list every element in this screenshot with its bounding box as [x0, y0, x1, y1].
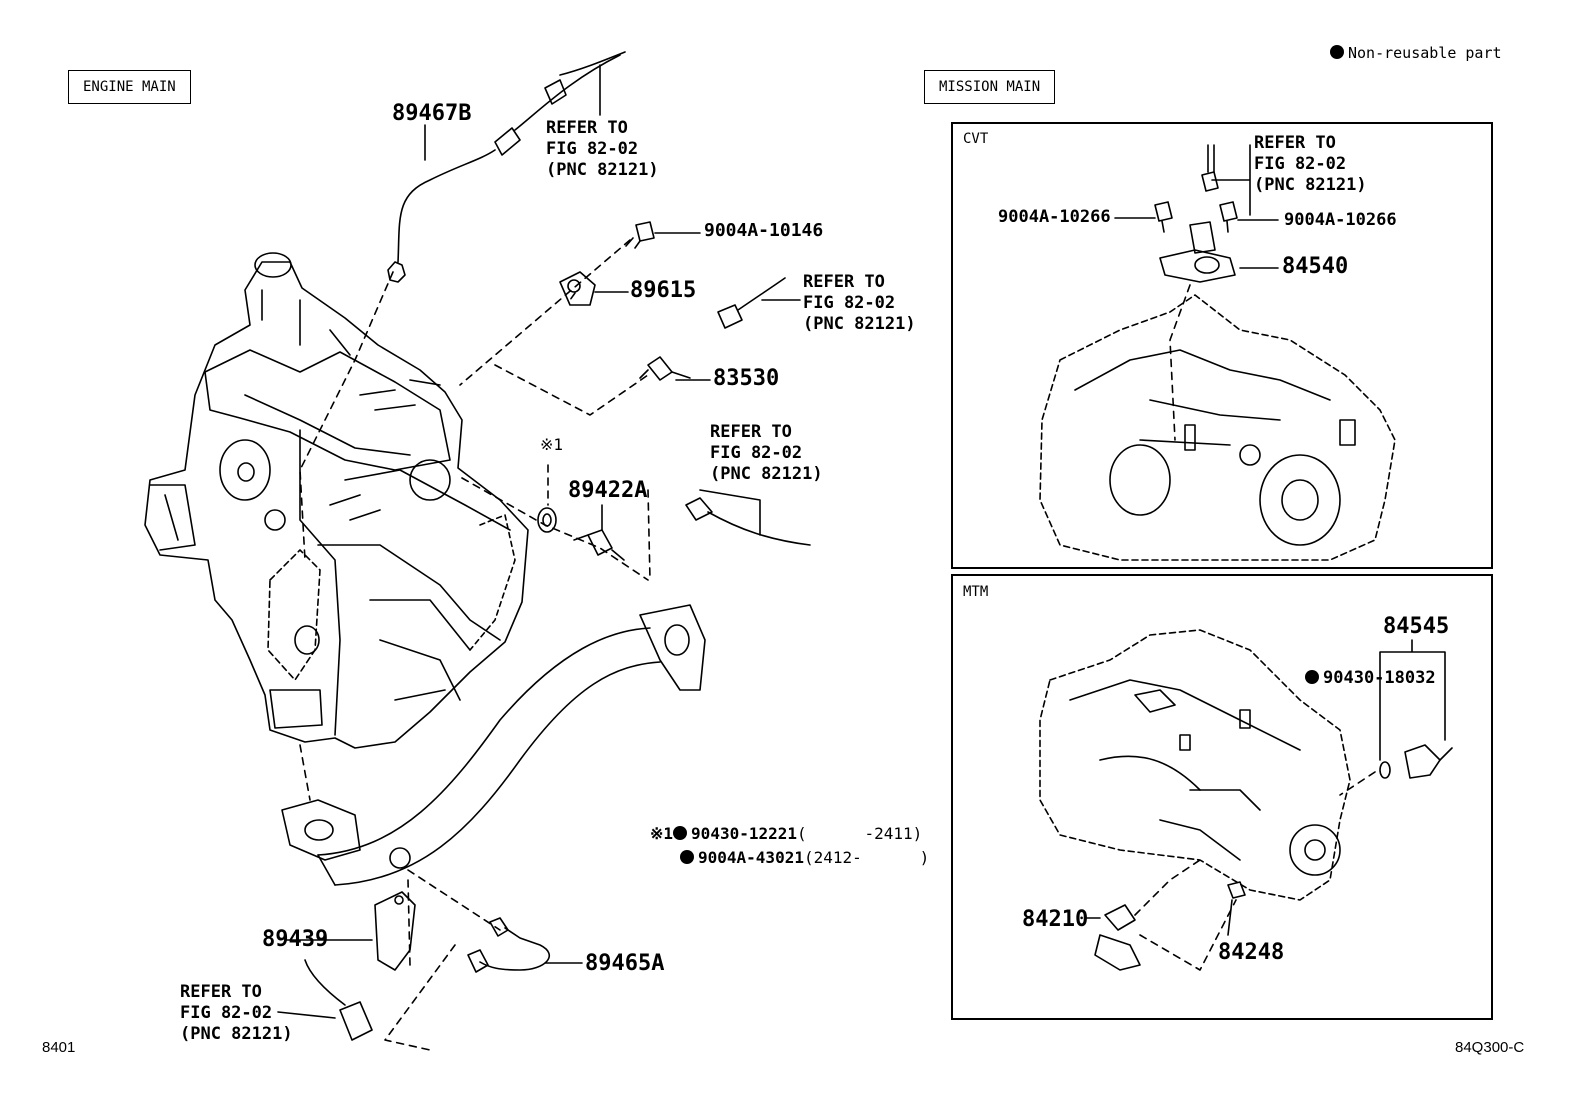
cvt-transmission-illustration [1039, 294, 1396, 561]
legend-non-reusable: Non-reusable part [1330, 45, 1502, 61]
refer-line2: FIG 82-02 [803, 293, 896, 313]
part-label-84540: 84540 [1282, 254, 1349, 279]
engine-main-label: ENGINE MAIN [68, 70, 191, 104]
part-label-9004A-10266-left: 9004A-10266 [998, 207, 1111, 227]
non-reusable-bullet-icon [680, 850, 694, 864]
refer-line1: REFER TO [803, 272, 885, 292]
refer-line2: FIG 82-02 [546, 139, 639, 159]
legend-text: Non-reusable part [1348, 44, 1502, 62]
refer-line1: REFER TO [710, 422, 792, 442]
switch-84545 [1379, 744, 1453, 779]
engine-block-illustration [144, 252, 529, 749]
non-reusable-bullet-icon [673, 826, 688, 840]
mtm-panel [951, 574, 1493, 1020]
refer-line1: REFER TO [1254, 133, 1336, 153]
note-range: (2412- ) [803, 848, 930, 867]
non-reusable-bullet-icon [1305, 670, 1319, 684]
part-label-84210: 84210 [1022, 907, 1089, 932]
label-leader-lines [277, 64, 801, 1019]
non-reusable-bullet-icon [1330, 45, 1344, 59]
part-label-89465A: 89465A [585, 951, 665, 976]
engine-leader-lines [299, 239, 651, 1051]
refer-line3: (PNC 82121) [1254, 175, 1367, 195]
note-row-2: 9004A-43021(2412- ) [680, 850, 929, 866]
clip-84248 [1227, 881, 1246, 899]
refer-line1: REFER TO [546, 118, 628, 138]
part-label-84545: 84545 [1383, 614, 1450, 639]
cvt-leader-lines [1169, 284, 1191, 441]
sensor-83530 [639, 356, 691, 381]
refer-line2: FIG 82-02 [710, 443, 803, 463]
knock-sensor-89615 [559, 271, 596, 306]
gasket-90430-12221 [537, 507, 557, 533]
note-part: 9004A-43021 [698, 848, 804, 867]
part-label-89439: 89439 [262, 927, 329, 952]
footer-figure-code: 84Q300-C [1455, 1039, 1525, 1056]
part-label-90430-18032: 90430-18032 [1305, 670, 1436, 687]
refer-line3: (PNC 82121) [710, 464, 823, 484]
mtm-transmission-illustration [1039, 629, 1351, 901]
refer-line3: (PNC 82121) [546, 160, 659, 180]
connector-82121-b [685, 489, 811, 546]
sensor-89422A [573, 529, 625, 561]
note-mark: ※1 [650, 824, 674, 843]
refer-line3: (PNC 82121) [803, 314, 916, 334]
refer-line1: REFER TO [180, 982, 262, 1002]
mtm-leader-lines [1134, 771, 1376, 971]
footer-page-code: 8401 [42, 1039, 76, 1056]
refer-line2: FIG 82-02 [1254, 154, 1347, 174]
connector-82121-c [304, 959, 373, 1041]
bracket-89439 [374, 891, 416, 971]
part-label-89422A: 89422A [568, 478, 648, 503]
note-part: 90430-12221 [691, 824, 798, 843]
cvt-panel-label: CVT [963, 131, 989, 147]
cvt-bolts [1154, 201, 1238, 233]
part-number: 90430-18032 [1323, 668, 1436, 688]
part-label-9004A-10146: 9004A-10146 [704, 220, 824, 241]
refer-line2: FIG 82-02 [180, 1003, 273, 1023]
connector-82121-a [717, 277, 786, 329]
part-label-83530: 83530 [713, 366, 780, 391]
note-range: ( -2411) [797, 824, 923, 843]
oxygen-sensor-89467B [387, 51, 626, 283]
mtm-panel-label: MTM [963, 584, 989, 600]
cvt-panel [951, 122, 1493, 569]
part-label-84248: 84248 [1218, 940, 1285, 965]
exhaust-pipe-illustration [281, 604, 706, 886]
note-mark-1: ※1 [540, 435, 564, 454]
part-label-89467B: 89467B [392, 101, 472, 126]
reverse-switch-84210 [1094, 904, 1141, 971]
neutral-start-switch-84540 [1159, 221, 1236, 283]
mission-main-label: MISSION MAIN [924, 70, 1056, 104]
refer-line3: (PNC 82121) [180, 1024, 293, 1044]
oxygen-sensor-89465A [467, 917, 551, 973]
bolt-9004A-10146 [625, 221, 655, 249]
part-label-89615: 89615 [630, 278, 697, 303]
cvt-connector [1201, 144, 1219, 192]
part-label-9004A-10266-right: 9004A-10266 [1284, 210, 1397, 230]
note-row-1: ※1 90430-12221( -2411) [650, 826, 922, 842]
